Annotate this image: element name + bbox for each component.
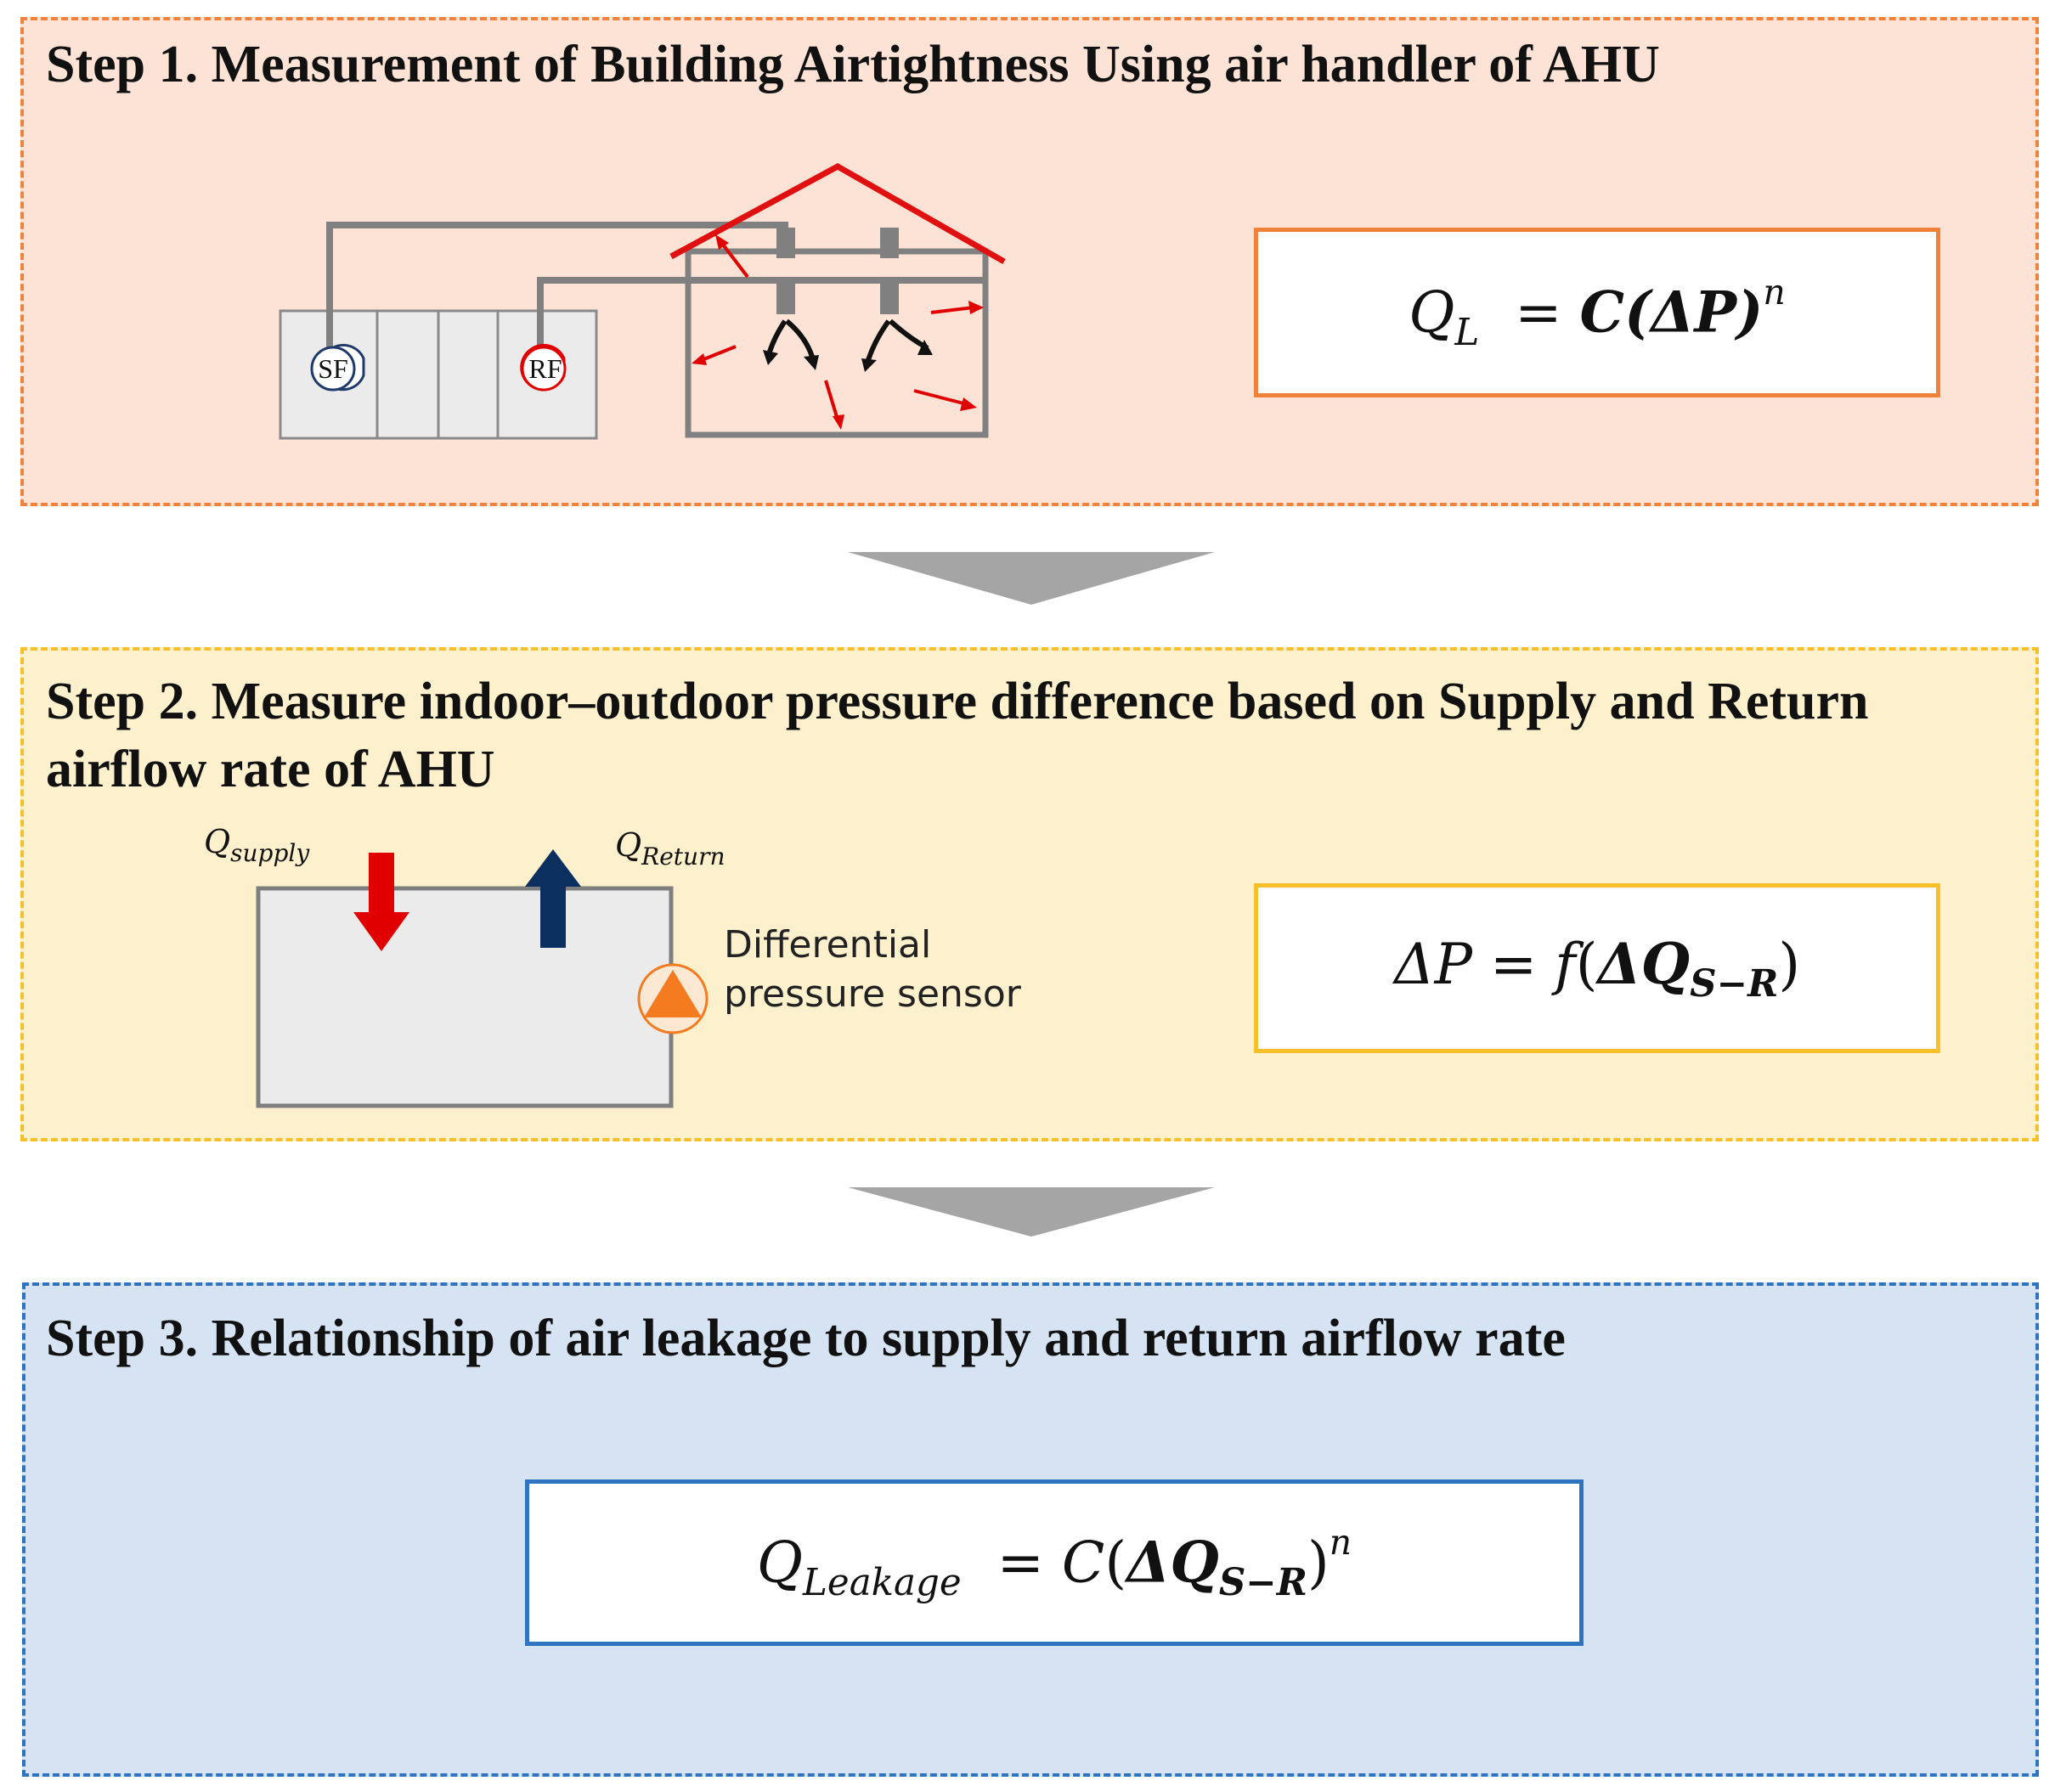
step2-title-line2: airflow rate of AHU: [46, 741, 495, 798]
airflow-arrowheads: [763, 340, 933, 372]
step3-title: Step 3. Relationship of air leakage to s…: [46, 1310, 1566, 1367]
supply-arrow-icon: [353, 853, 409, 951]
step3-equation: QLeakage = C(ΔQS−R)n: [756, 1521, 1352, 1604]
step1-title: Step 1. Measurement of Building Airtight…: [46, 36, 1660, 93]
return-flow-label: QReturn: [615, 826, 725, 871]
building-wall: [685, 248, 989, 438]
supply-fan-label: SF: [318, 353, 348, 384]
return-arrow-icon: [525, 849, 581, 948]
step2-equation: ΔP = f(ΔQS−R): [1393, 930, 1801, 1006]
room-box: [256, 886, 674, 1108]
leakage-arrows: [701, 239, 974, 420]
supply-duct: [326, 222, 788, 360]
leakage-arrowheads: [692, 234, 984, 430]
step2-equation-box: ΔP = f(ΔQS−R): [1254, 883, 1940, 1053]
return-fan-icon: [520, 343, 567, 392]
sensor-label: Differential pressure sensor: [724, 921, 1021, 1019]
pressure-sensor-icon: [637, 963, 709, 1034]
step2-title-line1: Step 2. Measure indoor–outdoor pressure …: [46, 673, 1869, 730]
sensor-label-line1: Differential: [724, 923, 932, 966]
supply-fan-icon: [310, 343, 365, 392]
diffuser: [776, 284, 795, 314]
supply-flow-label: Qsupply: [204, 823, 310, 867]
step1-equation-box: QL = C(ΔP)n: [1254, 228, 1940, 397]
return-fan-label: RF: [528, 353, 562, 384]
building-roof: [669, 162, 1006, 265]
sensor-label-line2: pressure sensor: [724, 972, 1021, 1016]
step3-equation-box: QLeakage = C(ΔQS−R)n: [525, 1479, 1584, 1646]
return-duct: [537, 277, 985, 360]
step1-equation: QL = C(ΔP)n: [1409, 271, 1786, 354]
diffuser: [880, 284, 899, 314]
